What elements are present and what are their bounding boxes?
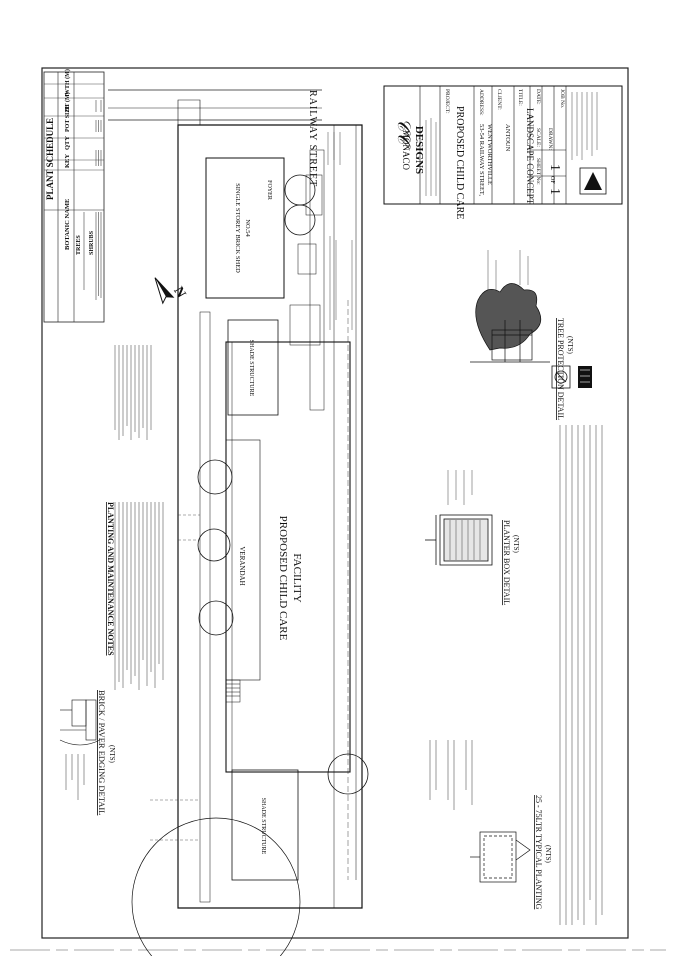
sheet-of: OF <box>549 176 555 184</box>
brick-paver-title: BRICK / PAVER EDGING DETAIL <box>97 690 107 815</box>
typical-planting-title: 25 - 75LTR TYPICAL PLANTING <box>534 795 543 910</box>
brick-shed-label: SINGLE STOREY BRICK SHED <box>234 183 241 273</box>
address-line-2: WENTWORTHVILLE <box>486 124 493 185</box>
sheet-border <box>41 67 629 939</box>
sheet-total: 1 <box>547 188 562 195</box>
svg-text:𝒞𝒞: 𝒞𝒞 <box>394 118 414 149</box>
brick-shed-number: NO.54 <box>244 219 251 237</box>
brick-paver-detail: BRICK / PAVER EDGING DETAIL (NTS) <box>59 690 116 815</box>
typical-planting-nts: (NTS) <box>544 845 552 864</box>
shade-structure-top <box>227 319 279 416</box>
sheet-number: 1 <box>547 164 562 171</box>
verandah-area <box>225 439 261 681</box>
railway-street: RAILWAY STREET <box>108 89 322 187</box>
brick-paver-nts: (NTS) <box>108 745 116 764</box>
schedule-header-key: KEY <box>64 154 71 168</box>
title-value: LANDSCAPE CONCEPT <box>525 108 535 205</box>
council-logo-icon <box>579 167 607 195</box>
date-label: DATE: <box>535 89 541 105</box>
shade-structure-bottom-label: SHADE STRUCTURE <box>260 798 266 855</box>
planting-notes: PLANTING AND MAINTENANCE NOTES <box>106 345 164 690</box>
railway-street-label: RAILWAY STREET <box>307 90 318 187</box>
facility-label-2: FACILITY <box>291 553 303 602</box>
schedule-header-qty: QTY <box>64 136 71 150</box>
job-no-label: JOB No. <box>559 89 565 109</box>
company-logo: 𝒞𝒞 <box>394 118 414 149</box>
tree-icon <box>470 283 550 363</box>
project-label: PROJECT: <box>444 89 450 114</box>
address-line-1: 53-54 RAILWAY STREET, <box>478 124 485 196</box>
typical-planting-detail: 25 - 75LTR TYPICAL PLANTING (NTS) <box>429 740 552 910</box>
facility-label: PROPOSED CHILD CARE <box>277 516 289 641</box>
general-notes <box>559 425 603 925</box>
tree-protection-nts: (NTS) <box>566 336 574 355</box>
client-label: CLIENT: <box>496 89 502 110</box>
plant-schedule: PLANT SCHEDULE BOTANIC NAME KEY QTY POT … <box>43 69 105 323</box>
foyer-label: FOYER <box>266 180 272 200</box>
planter-box-title: PLANTER BOX DETAIL <box>502 520 511 605</box>
company-name-1: MONACO <box>401 130 411 171</box>
schedule-group-shrubs: SHRUBS <box>89 230 95 255</box>
project-value: PROPOSED CHILD CARE <box>454 106 465 219</box>
brick-shed <box>205 157 285 299</box>
drawn-label: DRAWN: <box>547 128 553 150</box>
address-label: ADDRESS: <box>478 89 484 116</box>
accreditation-logos <box>551 365 592 389</box>
company-name-2: DESIGNS <box>413 126 425 174</box>
notes-title: PLANTING AND MAINTENANCE NOTES <box>106 502 115 656</box>
planter-box-nts: (NTS) <box>512 535 520 554</box>
scale-label: SCALE: <box>535 128 541 147</box>
plant-schedule-title: PLANT SCHEDULE <box>45 118 55 200</box>
planter-box-detail: PLANTER BOX DETAIL (NTS) <box>425 470 520 605</box>
schedule-header-pot: POT SIZE <box>65 105 71 132</box>
tree-protection-detail: TREE PROTECTION DETAIL (NTS) <box>470 250 574 420</box>
schedule-header-botanic: BOTANIC NAME <box>64 199 71 250</box>
client-value: ANTOUN <box>504 124 511 152</box>
title-block: 𝒞𝒞 MONACO DESIGNS PROJECT: PROPOSED CHIL… <box>383 85 623 219</box>
sheet-no-label: SHEET No: <box>535 158 541 185</box>
tree-protection-title: TREE PROTECTION DETAIL <box>556 318 565 420</box>
shade-structure-bottom <box>231 769 299 881</box>
schedule-group-trees: TREES <box>76 235 82 255</box>
title-label: TITLE: <box>517 89 523 106</box>
north-arrow-icon: N <box>154 277 188 305</box>
schedule-header-ht: HT (M) <box>64 92 71 112</box>
svg-text:N: N <box>170 285 188 301</box>
site-plan: PROPOSED CHILD CARE FACILITY VERANDAH SI… <box>131 99 369 956</box>
schedule-header-wth: WTH (M) <box>64 69 71 95</box>
tree-canopy-icon <box>131 174 369 956</box>
verandah-label: VERANDAH <box>238 546 246 585</box>
shade-structure-top-label: SHADE STRUCTURE <box>248 340 254 397</box>
